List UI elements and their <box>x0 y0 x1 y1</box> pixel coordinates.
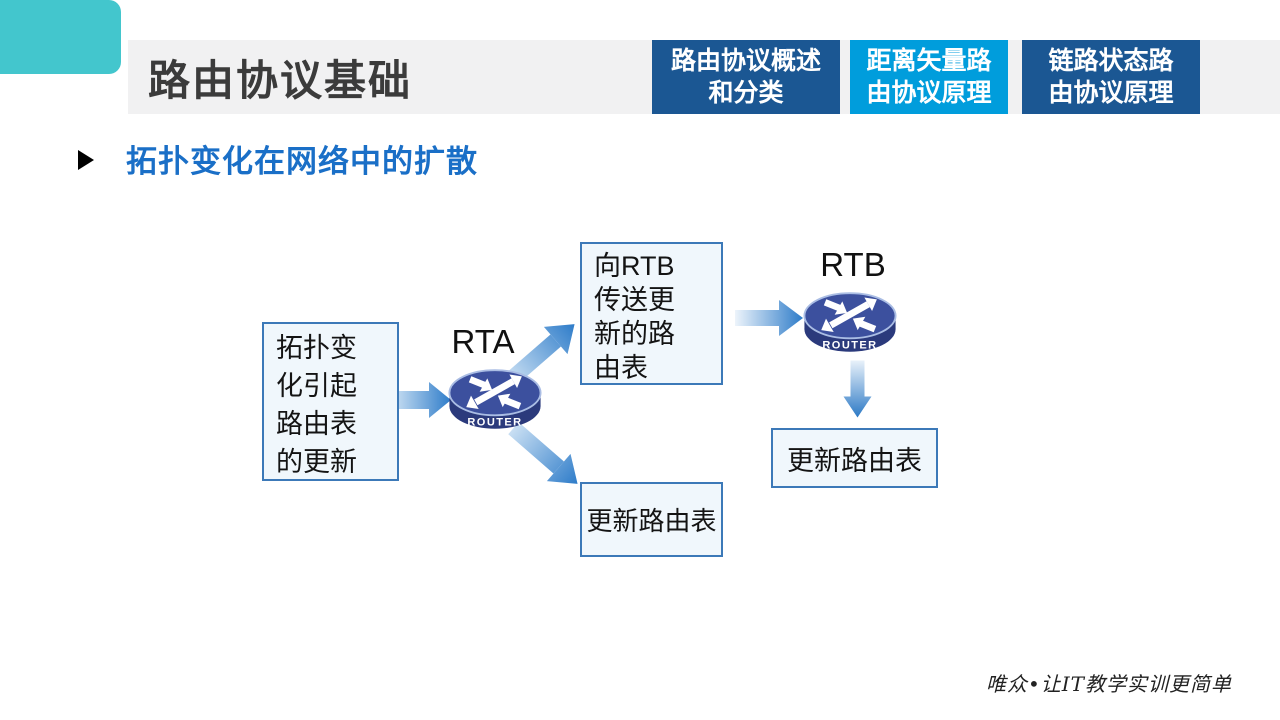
router-b-device-text: ROUTER <box>822 339 877 351</box>
arrow-sendbox-to-rtb-icon <box>735 300 803 336</box>
router-a-icon: ROUTER <box>447 363 543 434</box>
tab-label-line2: 由协议原理 <box>1048 79 1174 107</box>
tab-distance-vector-principle[interactable]: 距离矢量路 由协议原理 <box>850 40 1008 114</box>
arrow-rta-to-updatebox-icon <box>501 414 590 498</box>
tab-label-line2: 由协议原理 <box>866 79 992 107</box>
tab-label-line1: 路由协议概述 <box>670 47 821 75</box>
update-table-box-right: 更新路由表 <box>771 428 938 488</box>
send-update-text-box: 向RTB 传送更 新的路 由表 <box>580 242 723 385</box>
page-title: 路由协议基础 <box>148 56 413 104</box>
section-heading-row: 拓扑变化在网络中的扩散 <box>78 136 478 181</box>
router-b-label: RTB <box>820 246 886 283</box>
trigger-line: 路由表 <box>276 409 357 439</box>
send-line: 向RTB <box>594 251 675 281</box>
tab-routing-protocol-overview[interactable]: 路由协议概述 和分类 <box>652 40 840 114</box>
bullet-triangle-icon <box>78 150 94 170</box>
section-heading: 拓扑变化在网络中的扩散 <box>126 144 478 179</box>
tab-label-line1: 距离矢量路 <box>866 47 992 75</box>
footer-slogan: 唯众•让IT教学实训更简单 <box>985 672 1232 696</box>
send-line: 新的路 <box>594 319 675 349</box>
router-a-device-text: ROUTER <box>467 416 522 428</box>
tab-link-state-principle[interactable]: 链路状态路 由协议原理 <box>1022 40 1200 114</box>
trigger-line: 拓扑变 <box>276 333 357 363</box>
arrow-trigger-to-rta-icon <box>399 381 451 419</box>
header-accent-block <box>0 0 121 74</box>
tab-label-line1: 链路状态路 <box>1048 47 1174 75</box>
trigger-text-box: 拓扑变 化引起 路由表 的更新 <box>262 322 399 481</box>
update-table-box-left: 更新路由表 <box>580 482 723 557</box>
send-line: 传送更 <box>594 285 675 315</box>
arrow-rtb-to-updatebox-icon <box>843 360 872 418</box>
router-b-icon: ROUTER <box>802 286 898 357</box>
tab-label-line2: 和分类 <box>708 79 784 107</box>
trigger-line: 化引起 <box>276 371 357 401</box>
send-line: 由表 <box>594 353 648 383</box>
trigger-line: 的更新 <box>276 447 357 477</box>
router-a-label: RTA <box>451 323 515 360</box>
